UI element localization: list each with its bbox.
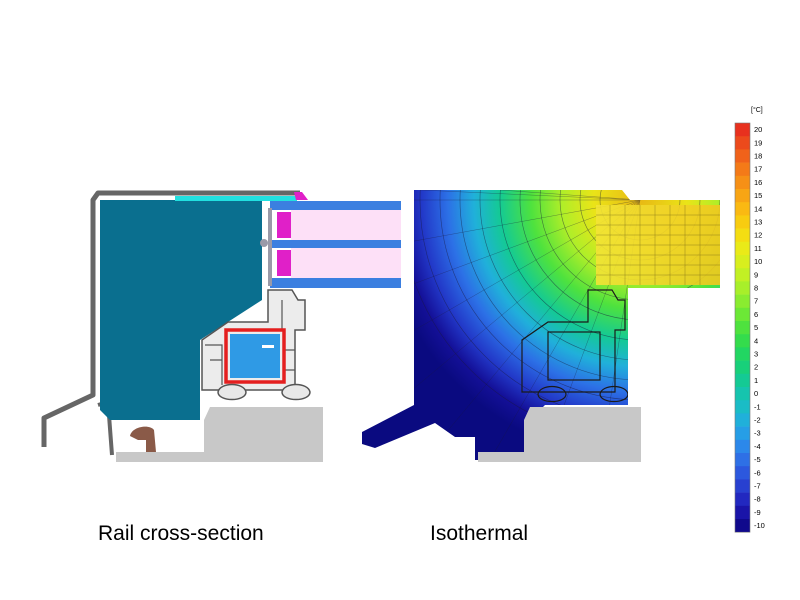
scale-tick-label: -3 <box>754 429 761 438</box>
scale-cell <box>735 175 750 190</box>
scale-tick-label: 5 <box>754 323 758 332</box>
roller-right <box>281 383 311 401</box>
scale-cell <box>735 334 750 348</box>
iso-sash-outline <box>521 289 626 393</box>
scale-tick-label: 4 <box>754 336 758 345</box>
scale-tick-label: 2 <box>754 363 758 372</box>
scale-cell <box>735 492 750 507</box>
scale-tick-label: 7 <box>754 297 758 306</box>
scale-tick-label: 1 <box>754 376 758 385</box>
scale-tick-label: -9 <box>754 508 761 517</box>
scale-cell <box>735 307 750 322</box>
temperature-color-scale: [°C] 20191817161514131211109876543210-1-… <box>734 106 765 533</box>
scale-cells <box>734 122 751 533</box>
scale-cell <box>735 255 750 269</box>
magenta-spacer-upper <box>277 212 291 238</box>
iso-glass-core <box>547 331 601 381</box>
magenta-corner <box>294 192 308 200</box>
scale-tick-label: 6 <box>754 310 758 319</box>
scale-tick-label: -4 <box>754 442 761 451</box>
scale-cell <box>735 241 750 256</box>
pane-mid-blue <box>270 240 401 248</box>
pane-top-blue <box>270 201 401 210</box>
scale-tick-label: -1 <box>754 402 761 411</box>
scale-cell <box>735 373 750 388</box>
scale-tick-label: 0 <box>754 389 758 398</box>
scale-tick-label: 9 <box>754 270 758 279</box>
pane-bottom-blue <box>270 278 401 288</box>
magenta-spacer-lower <box>277 250 291 276</box>
isothermal-diagram <box>362 190 720 462</box>
scale-cell <box>735 479 750 493</box>
top-cyan-strip <box>175 196 297 201</box>
scale-cell <box>735 360 750 375</box>
wall-body <box>100 200 262 420</box>
pane-pink-upper <box>291 210 401 240</box>
caption-isothermal: Isothermal <box>430 522 529 545</box>
scale-tick-label: 18 <box>754 152 762 161</box>
iso-roller-left <box>537 385 567 403</box>
scale-cell <box>735 453 750 467</box>
scale-tick-label: 15 <box>754 191 762 200</box>
pane-dot <box>260 239 268 247</box>
glass-highlight <box>262 345 274 348</box>
scale-tick-label: -5 <box>754 455 761 464</box>
roller-left <box>217 383 247 401</box>
scale-tick-label: 11 <box>754 244 762 253</box>
scale-cell <box>735 347 750 361</box>
rail-cross-section-diagram <box>41 190 401 462</box>
scale-tick-label: -8 <box>754 495 761 504</box>
scale-tick-label: -2 <box>754 416 761 425</box>
iso-sill-base <box>478 407 641 462</box>
scale-cell <box>735 294 750 309</box>
pane-edge-gray <box>268 208 272 286</box>
scale-cell <box>735 466 750 480</box>
scale-tick-label: -10 <box>754 521 765 530</box>
brown-gasket <box>130 426 156 452</box>
caption-rail-cross-section: Rail cross-section <box>98 522 264 545</box>
scale-tick-label: 20 <box>754 125 762 134</box>
scale-cell <box>735 387 750 401</box>
scale-tick-label: 10 <box>754 257 762 266</box>
scale-tick-label: 13 <box>754 218 762 227</box>
scale-tick-labels: 20191817161514131211109876543210-1-2-3-4… <box>754 125 765 530</box>
iso-roller-right <box>599 385 629 403</box>
scale-cell <box>735 413 750 427</box>
scale-cell <box>735 281 750 295</box>
scale-border <box>734 122 751 533</box>
scale-tick-label: 16 <box>754 178 762 187</box>
scale-cell <box>735 505 750 520</box>
scale-cell <box>735 136 750 150</box>
scale-tick-label: 12 <box>754 231 762 240</box>
pane-pink-lower <box>291 248 401 278</box>
scale-tick-label: 3 <box>754 350 758 359</box>
scale-cell <box>735 215 750 229</box>
scale-cell <box>735 123 750 137</box>
scale-tick-label: 8 <box>754 284 758 293</box>
sill-base <box>116 407 323 462</box>
scale-cell <box>735 162 750 177</box>
scale-cell <box>735 439 750 454</box>
scale-tick-label: -6 <box>754 468 761 477</box>
red-seal-frame <box>224 328 286 384</box>
scale-tick-label: 17 <box>754 165 762 174</box>
scale-tick-label: -7 <box>754 482 761 491</box>
scale-tick-label: 19 <box>754 138 762 147</box>
scale-cell <box>735 149 750 163</box>
frame-outline <box>41 190 300 447</box>
iso-glazing-mesh <box>596 205 720 285</box>
scale-cell <box>735 228 750 243</box>
scale-cell <box>735 268 750 282</box>
scale-cell <box>735 321 750 335</box>
scale-cell <box>735 400 750 414</box>
sash-profile-detail <box>205 300 295 385</box>
scale-tick-label: 14 <box>754 204 762 213</box>
glass-core-blue <box>230 334 280 378</box>
scale-cell <box>735 426 750 441</box>
scale-unit-label: [°C] <box>751 106 763 114</box>
scale-cell <box>735 519 750 533</box>
scale-cell <box>735 202 750 216</box>
scale-cell <box>735 189 750 203</box>
